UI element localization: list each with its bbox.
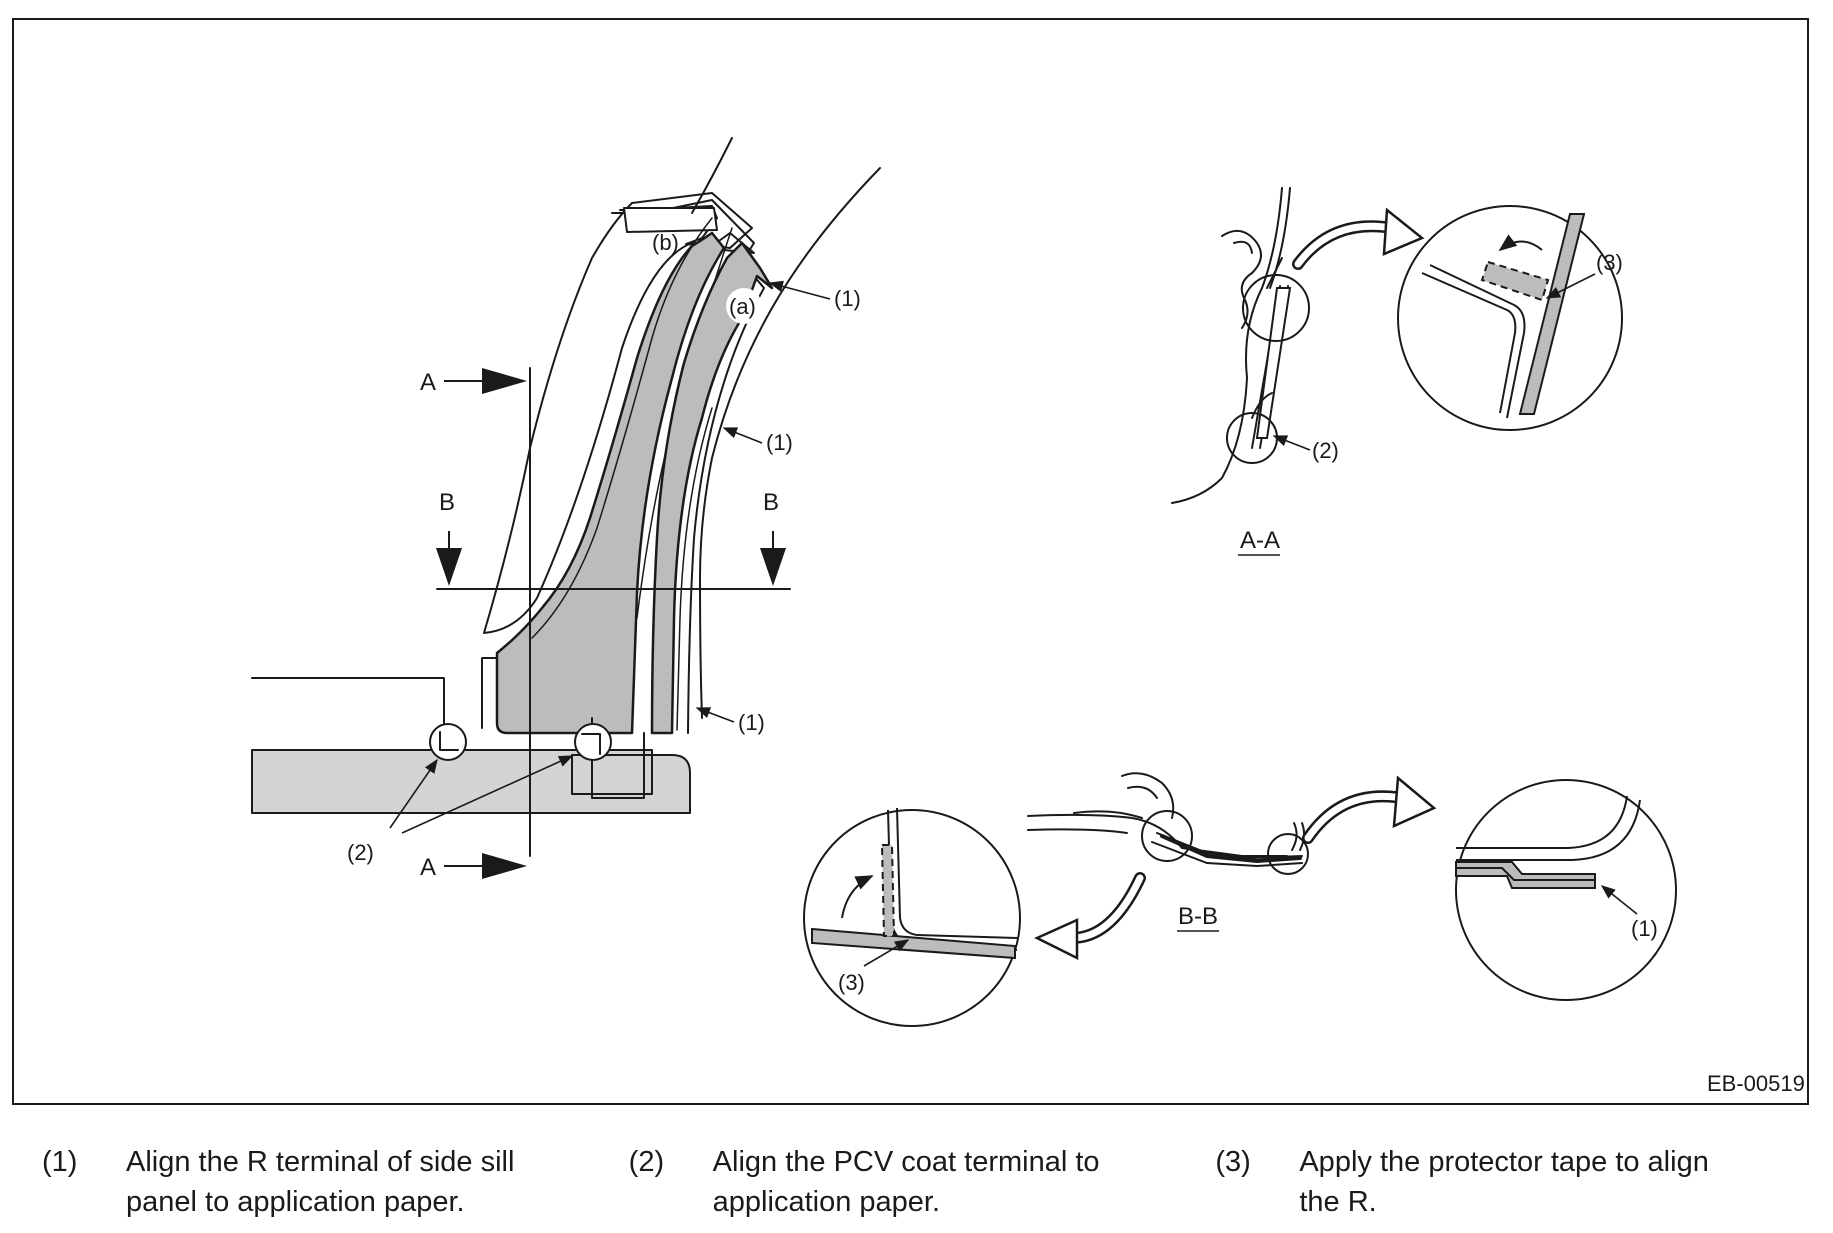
section-a-a-detail-top	[1242, 274, 1310, 342]
label-section-b-right: B	[763, 489, 779, 516]
label-3-b-b: (3)	[838, 970, 865, 995]
zoom-circle-b-b-left	[803, 807, 1021, 1027]
curved-arrow-a-a	[1292, 207, 1425, 270]
section-b-b-view	[1027, 772, 1309, 875]
side-sill	[251, 749, 691, 814]
main-view	[251, 137, 881, 857]
legend-item-1: (1) Align the R terminal of side sill pa…	[42, 1142, 629, 1222]
label-1-bottom: (1)	[738, 710, 765, 735]
label-b-panel: (b)	[652, 230, 679, 255]
section-a-a-view	[1171, 187, 1310, 504]
section-b-b-detail-left	[1141, 810, 1193, 862]
zoom-circle-a-a	[1397, 205, 1623, 431]
label-a-panel: (a)	[729, 294, 756, 319]
section-title-a-a: A-A	[1240, 527, 1280, 554]
section-arrow-b-right	[760, 531, 786, 586]
legend-item-2: (2) Align the PCV coat terminal to appli…	[629, 1142, 1216, 1222]
section-arrow-a-bottom	[444, 853, 527, 879]
label-section-a-top: A	[420, 369, 436, 396]
section-b-b-detail-right	[1267, 833, 1309, 875]
label-1-top: (1)	[834, 286, 861, 311]
section-arrow-b-left	[436, 531, 462, 586]
curved-arrow-b-b-right	[1302, 775, 1437, 844]
legend-item-3: (3) Apply the protector tape to align th…	[1215, 1142, 1802, 1222]
detail-circle-left	[429, 723, 467, 761]
label-1-mid: (1)	[766, 430, 793, 455]
section-title-b-b: B-B	[1178, 903, 1218, 930]
legend-number: (2)	[628, 1146, 665, 1178]
section-arrow-a-top	[444, 368, 527, 394]
legend-text: Align the PCV coat terminal to applicati…	[712, 1146, 1100, 1218]
label-section-b-left: B	[439, 489, 455, 516]
panel-a	[650, 241, 774, 735]
legend-number: (1)	[42, 1146, 78, 1178]
legend: (1) Align the R terminal of side sill pa…	[42, 1142, 1802, 1222]
diagram-frame: (b) (a) (1) (1) (1) (2) A A B B (3) (2) …	[12, 18, 1809, 1105]
figure-code: EB-00519	[1707, 1071, 1805, 1096]
label-2-a-a: (2)	[1312, 438, 1339, 463]
label-3-a-a: (3)	[1596, 250, 1623, 275]
label-2-main: (2)	[347, 840, 374, 865]
label-section-a-bottom: A	[420, 854, 436, 881]
zoom-circle-b-b-right	[1455, 779, 1677, 1001]
legend-number: (3)	[1215, 1146, 1251, 1178]
detail-circle-right	[574, 723, 612, 761]
label-1-b-b: (1)	[1631, 916, 1658, 941]
legend-text: Apply the protector tape to align the R.	[1299, 1146, 1709, 1218]
curved-arrow-b-b-left	[1034, 872, 1146, 961]
legend-text: Align the R terminal of side sill panel …	[126, 1146, 515, 1218]
